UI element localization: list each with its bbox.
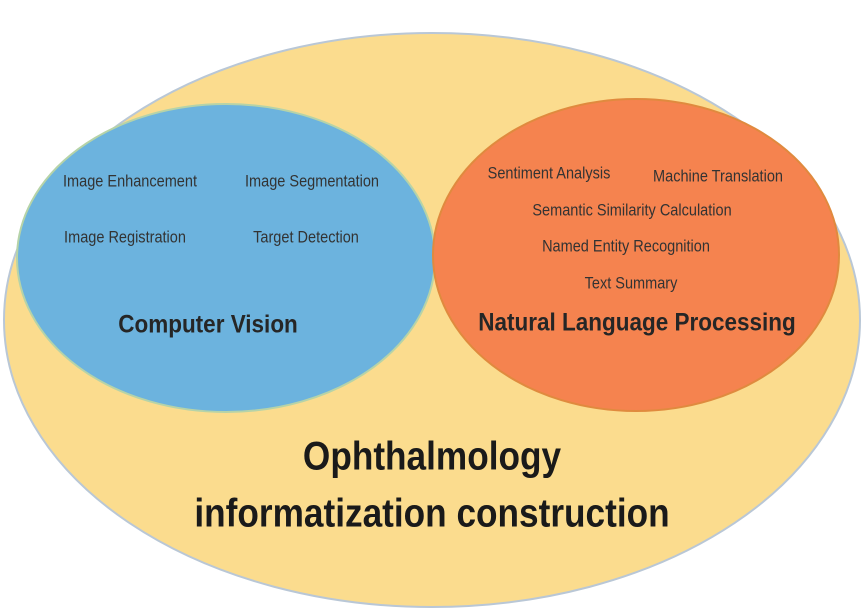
outer-title-line-1: Ophthalmology — [302, 434, 562, 479]
cv-item-image-enhancement: Image Enhancement — [63, 172, 197, 191]
cv-item-target-detection: Target Detection — [253, 228, 359, 247]
cv-item-image-registration: Image Registration — [64, 228, 186, 247]
nlp-item-semantic-similarity: Semantic Similarity Calculation — [532, 201, 732, 220]
outer-title-line-2: informatization construction — [194, 491, 670, 536]
nlp-item-named-entity-recognition: Named Entity Recognition — [542, 237, 710, 256]
nlp-item-text-summary: Text Summary — [584, 274, 678, 293]
cv-item-image-segmentation: Image Segmentation — [245, 172, 379, 191]
nlp-title: Natural Language Processing — [478, 308, 796, 337]
nlp-ellipse — [432, 98, 840, 412]
computer-vision-title: Computer Vision — [118, 310, 298, 339]
nlp-item-sentiment-analysis: Sentiment Analysis — [487, 164, 611, 183]
computer-vision-ellipse — [16, 103, 436, 413]
nlp-item-machine-translation: Machine Translation — [653, 167, 783, 186]
